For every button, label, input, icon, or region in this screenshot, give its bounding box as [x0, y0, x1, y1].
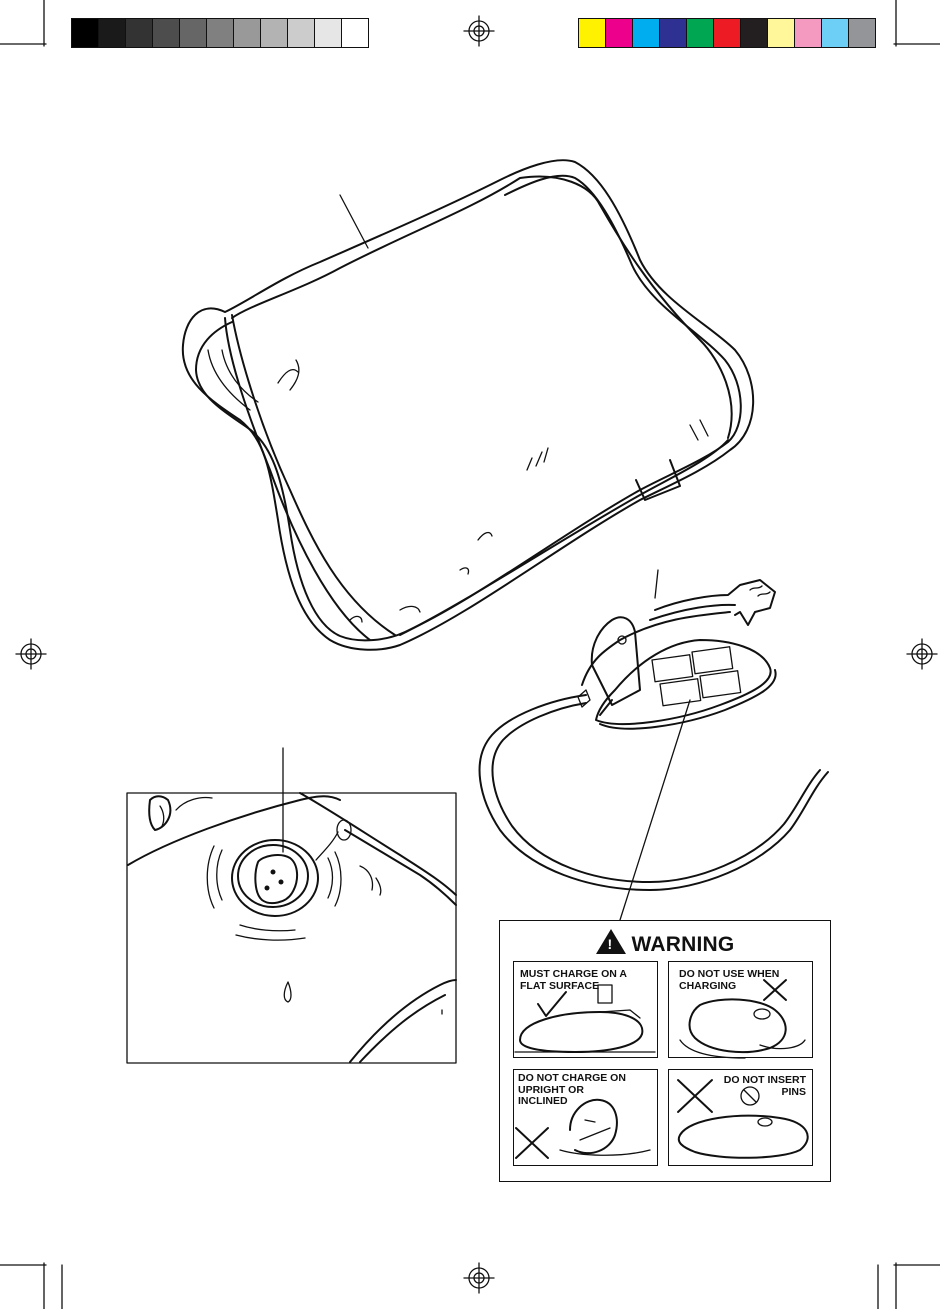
warning-panel-not-when-charging: DO NOT USE WHEN CHARGING — [668, 961, 813, 1058]
warning-panel-text: DO NOT INSERT PINS — [714, 1075, 806, 1098]
warning-panel-upright: DO NOT CHARGE ON UPRIGHT OR INCLINED — [513, 1069, 658, 1166]
warning-title: !WARNING — [500, 929, 830, 957]
warning-panel-no-pins: DO NOT INSERT PINS — [668, 1069, 813, 1166]
charger-illustration — [480, 570, 828, 920]
warning-panel-text: DO NOT USE WHEN CHARGING — [679, 969, 789, 992]
heat-pad-illustration — [183, 160, 753, 650]
warning-panel-flat-surface: MUST CHARGE ON A FLAT SURFACE — [513, 961, 658, 1058]
charging-socket-detail — [127, 793, 456, 1063]
warning-triangle-icon: ! — [596, 929, 626, 954]
registration-mark-top — [464, 16, 494, 46]
registration-mark-bottom — [464, 1263, 494, 1293]
registration-mark-left — [16, 639, 46, 669]
registration-mark-right — [907, 639, 937, 669]
warning-panel-text: DO NOT CHARGE ON UPRIGHT OR INCLINED — [518, 1073, 630, 1108]
warning-panel-text: MUST CHARGE ON A FLAT SURFACE — [520, 969, 640, 992]
